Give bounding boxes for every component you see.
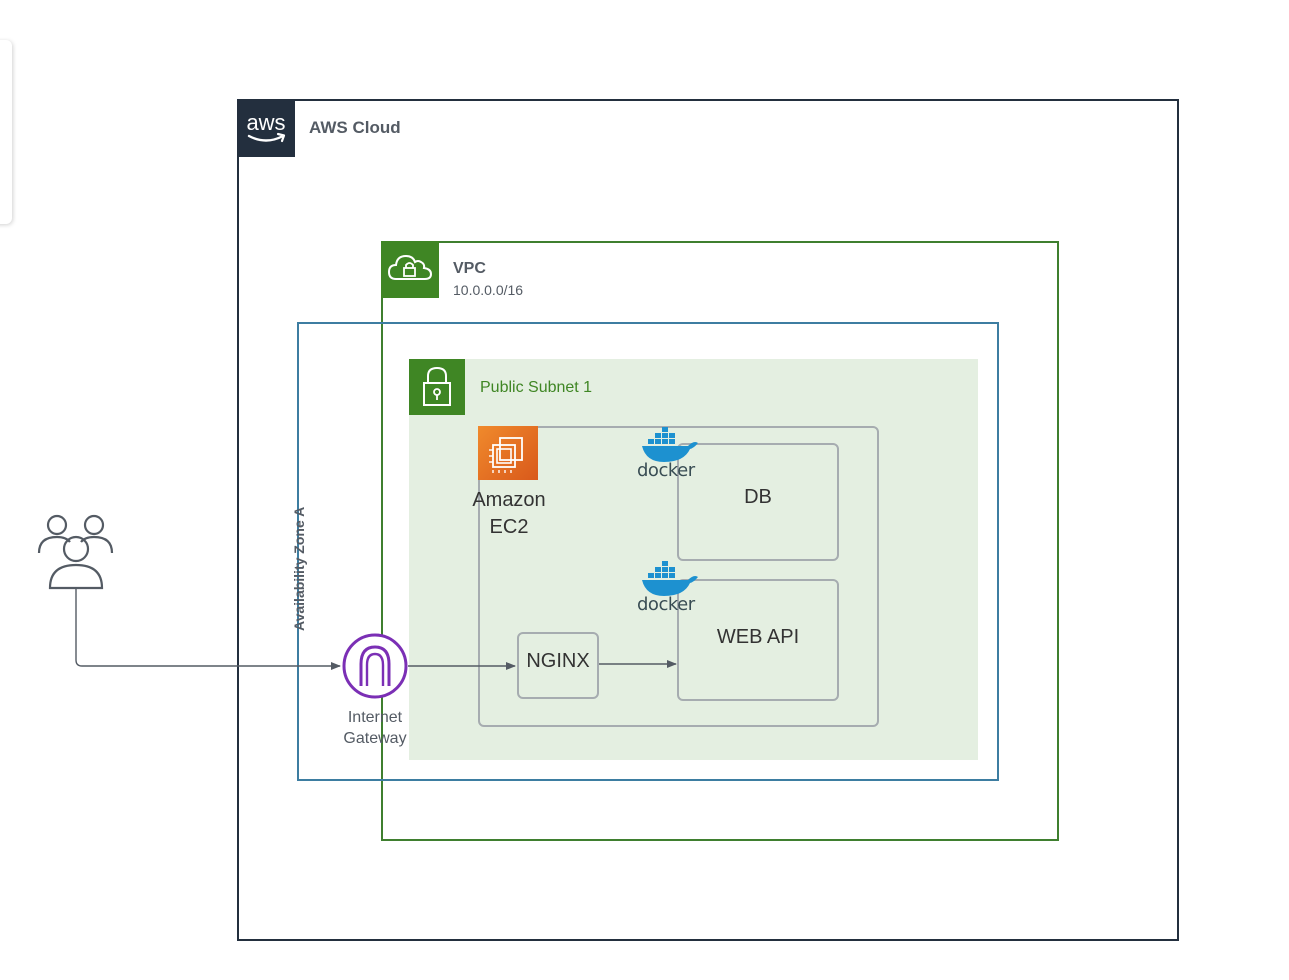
- vpc-title: VPC: [453, 260, 486, 277]
- ec2-label: Amazon EC2: [459, 487, 559, 541]
- aws-cloud-title: AWS Cloud: [309, 118, 401, 137]
- internet-gateway-label: Internet Gateway: [325, 707, 425, 749]
- web-api-label: WEB API: [716, 626, 800, 648]
- ec2-chip-icon: [478, 426, 538, 480]
- docker-label-webapi: docker: [637, 594, 695, 615]
- nginx-label: NGINX: [526, 650, 590, 672]
- vpc-cidr: 10.0.0.0/16: [453, 282, 524, 298]
- users-icon: [37, 514, 114, 590]
- availability-zone-group[interactable]: [297, 322, 999, 781]
- ec2-instance-group[interactable]: [478, 426, 879, 727]
- ec2-label-line1: Amazon: [472, 489, 546, 511]
- aws-cloud-group[interactable]: [237, 99, 1179, 941]
- db-container-box[interactable]: [677, 443, 839, 561]
- aws-logo-icon: aws: [237, 99, 295, 157]
- cloud-lock-icon: [381, 241, 439, 298]
- nginx-box[interactable]: [517, 632, 599, 699]
- availability-zone-title: Availability Zone A: [291, 506, 307, 631]
- db-label: DB: [744, 486, 772, 508]
- padlock-icon: [409, 359, 465, 415]
- igw-label-line2: Gateway: [343, 730, 407, 747]
- side-panel-edge[interactable]: [0, 40, 12, 224]
- web-api-container-box[interactable]: [677, 579, 839, 701]
- aws-logo-text: aws: [246, 110, 285, 135]
- subnet-title: Public Subnet 1: [480, 379, 593, 396]
- vpc-group[interactable]: [381, 241, 1059, 841]
- docker-label-db: docker: [637, 460, 695, 481]
- ec2-label-line2: EC2: [489, 516, 529, 538]
- igw-label-line1: Internet: [347, 709, 403, 726]
